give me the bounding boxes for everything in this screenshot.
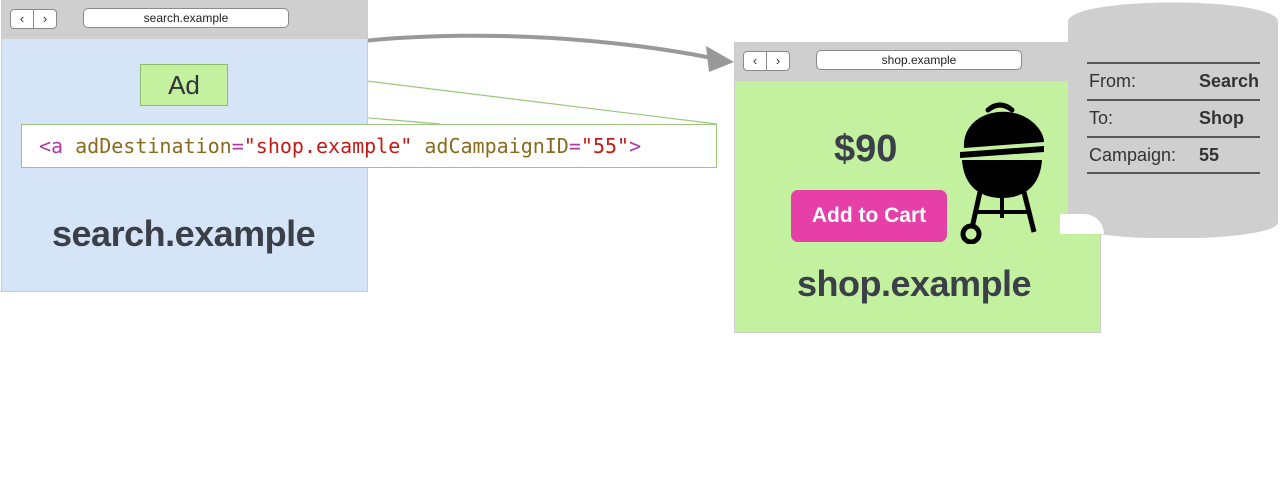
- add-to-cart-button[interactable]: Add to Cart: [791, 190, 947, 242]
- forward-button[interactable]: ›: [33, 10, 56, 28]
- db-divider: [1087, 172, 1260, 174]
- code-tag-close: >: [629, 134, 642, 158]
- shop-browser-window: ‹ › shop.example shop.example: [734, 42, 1101, 333]
- site-name: search.example: [52, 213, 316, 254]
- db-key: From:: [1089, 71, 1136, 91]
- grill-icon: [960, 102, 1044, 244]
- back-button[interactable]: ‹: [19, 11, 25, 26]
- code-snippet: <a adDestination="shop.example" adCampai…: [21, 124, 717, 168]
- code-value-destination: "shop.example": [243, 134, 413, 158]
- code-tag-open: <a: [39, 134, 64, 158]
- db-row-from: From: Search: [1087, 62, 1260, 99]
- browser-toolbar: ‹ › shop.example: [735, 43, 1100, 81]
- code-equals: =: [568, 134, 581, 158]
- browser-toolbar: ‹ › search.example: [2, 1, 367, 39]
- database-icon: [1068, 2, 1278, 238]
- site-name: shop.example: [797, 263, 1032, 304]
- code-equals: =: [231, 134, 244, 158]
- code-attr-campaign: adCampaignID: [424, 134, 569, 158]
- ad-label[interactable]: Ad: [140, 64, 228, 106]
- address-bar[interactable]: shop.example: [816, 50, 1022, 70]
- nav-buttons: ‹ ›: [743, 51, 790, 71]
- db-key: Campaign:: [1089, 145, 1177, 165]
- product-price: $90: [834, 128, 898, 170]
- forward-button[interactable]: ›: [766, 52, 789, 70]
- code-value-campaign: "55": [580, 134, 630, 158]
- db-value: Search: [1199, 71, 1260, 91]
- nav-buttons: ‹ ›: [10, 9, 57, 29]
- db-value: Shop: [1199, 108, 1244, 128]
- db-value: 55: [1199, 145, 1220, 165]
- db-row-to: To: Shop: [1087, 99, 1260, 136]
- navigation-arrowhead: [706, 46, 734, 72]
- db-key: To:: [1089, 108, 1114, 128]
- database-connector: [1060, 214, 1104, 234]
- address-bar[interactable]: search.example: [83, 8, 289, 28]
- code-attr-destination: adDestination: [75, 134, 232, 158]
- back-button[interactable]: ‹: [752, 53, 758, 68]
- db-row-campaign: Campaign: 55: [1087, 136, 1260, 173]
